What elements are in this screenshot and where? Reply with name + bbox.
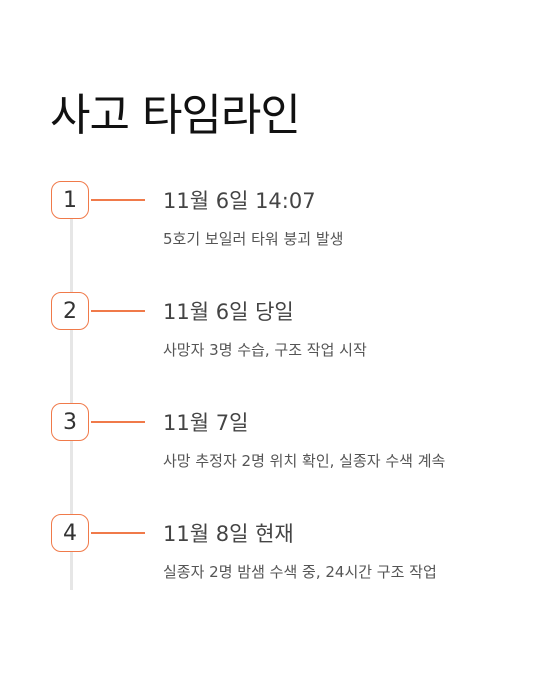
event-description: 사망자 3명 수습, 구조 작업 시작: [163, 341, 367, 359]
event-date: 11월 6일 당일: [163, 300, 294, 324]
timeline-event-1: 1 11월 6일 14:07 5호기 보일러 타워 붕괴 발생: [0, 181, 540, 271]
event-date: 11월 8일 현재: [163, 522, 294, 546]
step-badge: 2: [51, 292, 89, 330]
timeline-rail: [70, 200, 73, 590]
event-date: 11월 7일: [163, 411, 249, 435]
step-connector: [91, 310, 145, 312]
timeline-event-3: 3 11월 7일 사망 추정자 2명 위치 확인, 실종자 수색 계속: [0, 403, 540, 493]
step-connector: [91, 421, 145, 423]
event-description: 사망 추정자 2명 위치 확인, 실종자 수색 계속: [163, 452, 446, 470]
step-connector: [91, 532, 145, 534]
event-description: 5호기 보일러 타워 붕괴 발생: [163, 230, 344, 248]
timeline-event-2: 2 11월 6일 당일 사망자 3명 수습, 구조 작업 시작: [0, 292, 540, 382]
step-badge: 1: [51, 181, 89, 219]
event-date: 11월 6일 14:07: [163, 189, 316, 213]
step-badge: 3: [51, 403, 89, 441]
event-description: 실종자 2명 밤샘 수색 중, 24시간 구조 작업: [163, 563, 437, 581]
timeline-event-4: 4 11월 8일 현재 실종자 2명 밤샘 수색 중, 24시간 구조 작업: [0, 514, 540, 604]
page-title: 사고 타임라인: [50, 90, 301, 141]
step-connector: [91, 199, 145, 201]
step-badge: 4: [51, 514, 89, 552]
